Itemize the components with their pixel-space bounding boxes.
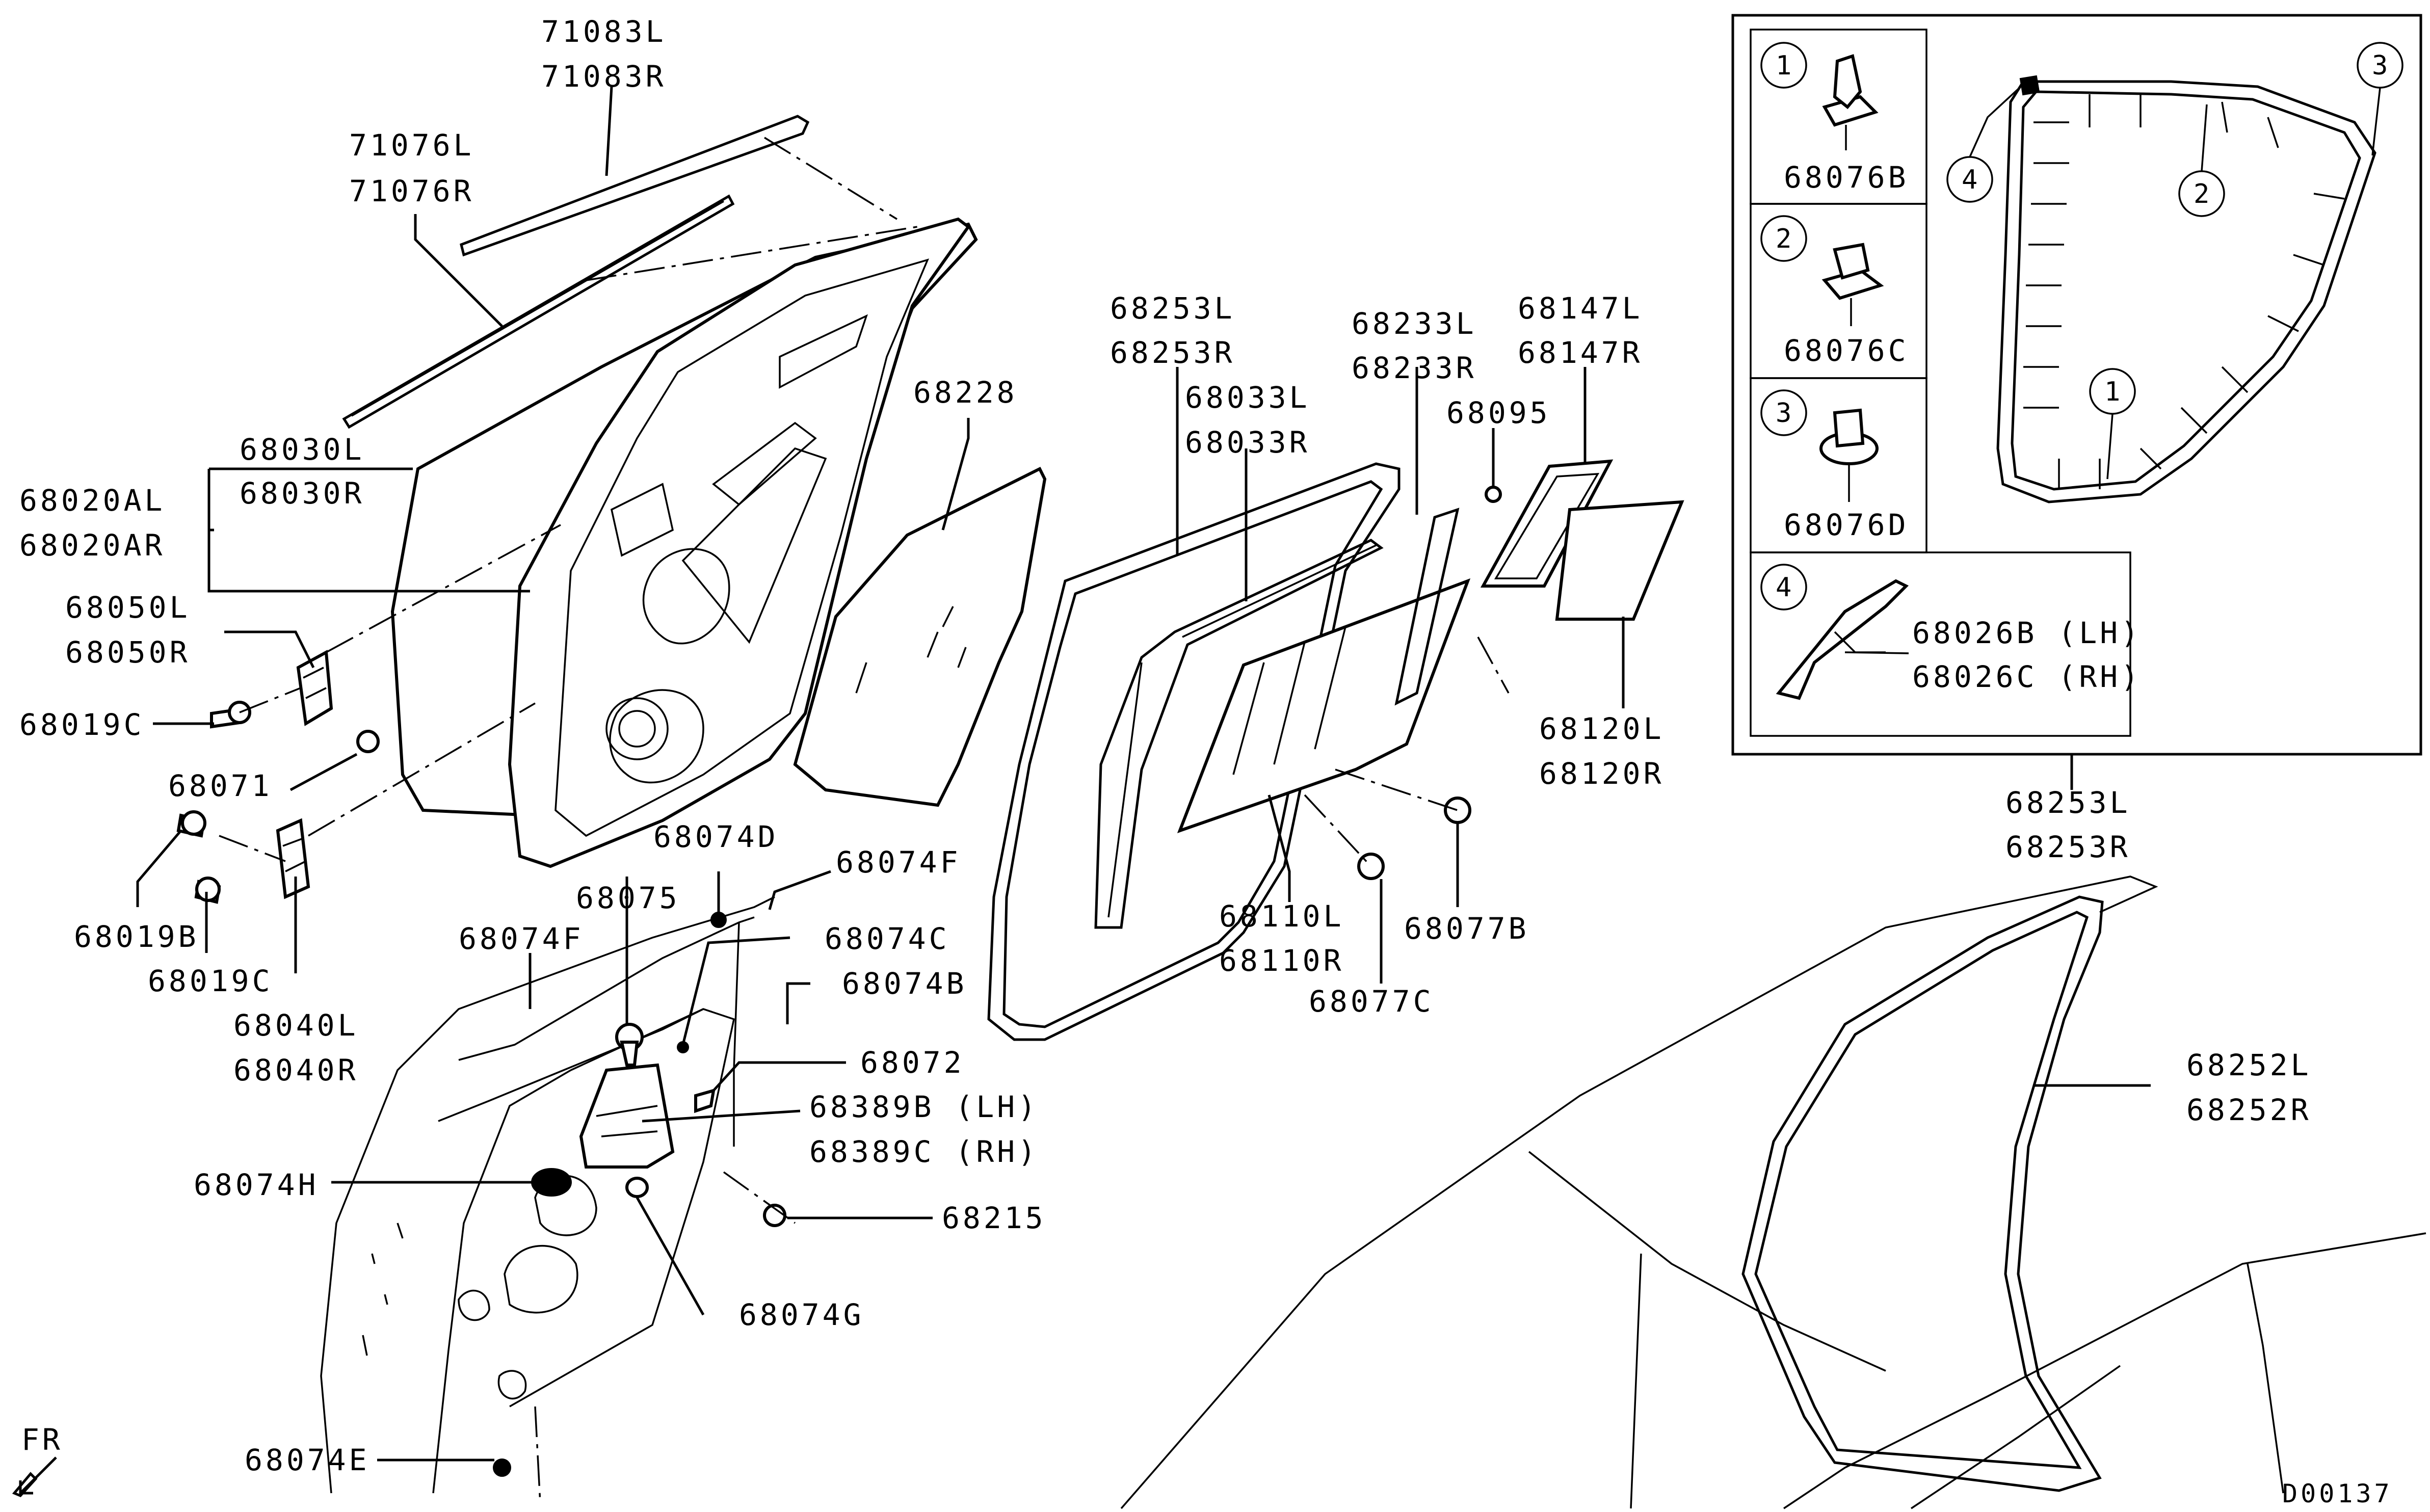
- label-68215: 68215: [942, 1201, 1046, 1235]
- inset-callout-3: 3: [2372, 50, 2388, 81]
- label-68110R: 68110R: [1219, 943, 1344, 978]
- part-labels: 71083L 71083R 71076L 71076R 68030L 68030…: [19, 14, 2393, 1508]
- label-71076R: 71076R: [349, 174, 474, 208]
- label-68030L: 68030L: [240, 432, 365, 467]
- label-71083L: 71083L: [541, 14, 667, 49]
- label-71083R: 71083R: [541, 59, 667, 94]
- label-68253R-b: 68253R: [2005, 830, 2131, 864]
- diagram-code: D00137: [2282, 1479, 2393, 1508]
- label-68074B: 68074B: [842, 966, 967, 1001]
- door-glass: [793, 466, 1047, 807]
- label-68040R: 68040R: [233, 1053, 359, 1087]
- label-68019C-b: 68019C: [148, 964, 273, 998]
- label-68019C: 68019C: [19, 707, 145, 742]
- inset-part-68076D: 68076D: [1784, 508, 1909, 542]
- inset-callout-4: 4: [1962, 165, 1977, 195]
- label-68050R: 68050R: [65, 635, 191, 670]
- inset-num-3: 3: [1776, 398, 1791, 429]
- label-68120L: 68120L: [1539, 711, 1665, 746]
- body-opening: [1120, 876, 2426, 1509]
- inset-labels: 1 68076B 2 68076C 3 68076D 4 68026B (LH)…: [1776, 50, 2388, 694]
- label-68147R: 68147R: [1518, 335, 1643, 370]
- window-parts: [987, 459, 1684, 1041]
- inset-num-1: 1: [1776, 50, 1791, 81]
- inset-num-2: 2: [1776, 224, 1791, 254]
- inset-part-68076B: 68076B: [1784, 160, 1909, 195]
- inset-part-68076C: 68076C: [1784, 333, 1909, 368]
- label-68228: 68228: [913, 375, 1018, 410]
- label-68074E: 68074E: [245, 1443, 370, 1477]
- label-68233R: 68233R: [1352, 351, 1477, 385]
- door-assembly: [176, 115, 978, 904]
- front-arrow-icon: [12, 1456, 57, 1497]
- label-68020AL: 68020AL: [19, 483, 165, 518]
- label-68030R: 68030R: [240, 476, 365, 511]
- label-68074F: 68074F: [836, 845, 961, 880]
- label-68020AR: 68020AR: [19, 528, 165, 563]
- label-68074H: 68074H: [194, 1168, 319, 1202]
- label-68077B: 68077B: [1404, 911, 1529, 946]
- inset-num-4: 4: [1776, 572, 1791, 603]
- label-68389B: 68389B (LH): [809, 1090, 1039, 1124]
- label-68233L: 68233L: [1352, 306, 1477, 341]
- inset-part-68026B: 68026B (LH): [1912, 616, 2142, 650]
- label-68147L: 68147L: [1518, 291, 1643, 326]
- inset-callout-2: 2: [2194, 179, 2209, 209]
- label-68050L: 68050L: [65, 590, 191, 625]
- label-68033L: 68033L: [1185, 380, 1310, 415]
- label-68253L: 68253L: [1110, 291, 1235, 326]
- label-68095: 68095: [1446, 395, 1551, 430]
- label-68019B: 68019B: [74, 919, 199, 954]
- label-68072: 68072: [860, 1045, 965, 1080]
- label-68252L: 68252L: [2186, 1048, 2312, 1082]
- label-68252R: 68252R: [2186, 1093, 2312, 1127]
- leader-lines: [136, 86, 2151, 1462]
- label-68253L-b: 68253L: [2005, 785, 2131, 820]
- label-68389C: 68389C (RH): [809, 1134, 1039, 1169]
- label-68071: 68071: [168, 768, 273, 803]
- inset-callout-1: 1: [2104, 377, 2120, 407]
- label-71076L: 71076L: [349, 128, 474, 163]
- label-68120R: 68120R: [1539, 756, 1665, 791]
- label-68074F-b: 68074F: [459, 921, 584, 956]
- label-68033R: 68033R: [1185, 425, 1310, 460]
- clip-inset: [1731, 14, 2422, 756]
- label-68040L: 68040L: [233, 1008, 359, 1043]
- label-68074D: 68074D: [653, 819, 779, 854]
- door-inner-detail: [320, 896, 796, 1504]
- label-68253R: 68253R: [1110, 335, 1235, 370]
- label-68110L: 68110L: [1219, 899, 1344, 934]
- label-68077C: 68077C: [1309, 984, 1434, 1019]
- inset-part-68026C: 68026C (RH): [1912, 659, 2142, 694]
- label-fr: FR: [21, 1422, 63, 1457]
- label-68074C: 68074C: [825, 921, 950, 956]
- label-68074G: 68074G: [739, 1297, 864, 1332]
- label-68075: 68075: [576, 881, 680, 915]
